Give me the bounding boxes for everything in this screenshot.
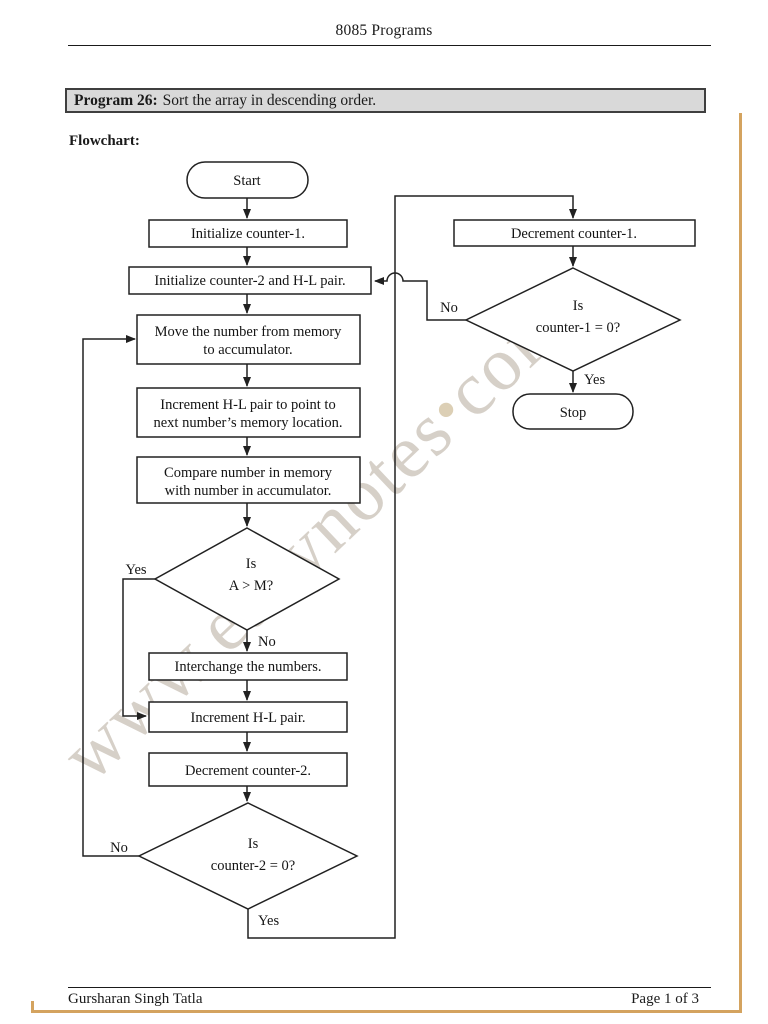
start-terminator-shape <box>186 161 309 199</box>
compare-line2: with number in accumulator. <box>165 483 332 499</box>
increment-hl-point-line1: Increment H-L pair to point to <box>160 397 335 413</box>
edge-c2-yes-to-dec1 <box>247 195 577 939</box>
init-counter1-label: Initialize counter-1. <box>191 226 305 242</box>
footer-divider <box>68 987 711 988</box>
decision-am-yes-label: Yes <box>125 562 146 578</box>
init-counter2-shape <box>128 266 372 295</box>
move-number-shape <box>136 314 361 365</box>
footer-author: Gursharan Singh Tatla <box>68 991 203 1007</box>
start-label: Start <box>233 173 260 189</box>
increment-hl-label: Increment H-L pair. <box>190 710 305 726</box>
flowchart-node-start: Start <box>186 161 309 199</box>
decision-am-line1: Is <box>246 556 257 572</box>
compare-shape <box>136 456 361 504</box>
program-banner-label: Program 26: <box>74 91 158 109</box>
page-header-title: 8085 Programs <box>335 22 433 39</box>
edge-c2-no-loop <box>82 335 139 857</box>
decision-am-line2: A > M? <box>229 578 273 594</box>
flowchart-node-move-number: Move the number from memory to accumulat… <box>136 314 361 365</box>
flowchart-decision-counter2: Is counter-2 = 0? No Yes <box>110 802 359 929</box>
init-counter2-label: Initialize counter-2 and H-L pair. <box>154 273 345 289</box>
decrement-counter2-shape <box>148 752 348 787</box>
interchange-shape <box>148 652 348 681</box>
footer-page-number: Page 1 of 3 <box>631 991 699 1007</box>
flowchart-node-interchange: Interchange the numbers. <box>148 652 348 681</box>
header-divider <box>68 45 711 46</box>
flowchart-node-stop: Stop <box>512 393 634 430</box>
flowchart-decision-a-gt-m: Is A > M? Yes No <box>125 527 341 650</box>
program-banner-text: Sort the array in descending order. <box>162 91 377 109</box>
edge-am-yes-loop <box>122 578 155 720</box>
increment-hl-shape <box>148 701 348 733</box>
flowchart-node-init-counter1: Initialize counter-1. <box>148 219 348 248</box>
decision-c1-line2: counter-1 = 0? <box>536 320 620 336</box>
page-edge-accent-stub <box>31 1001 34 1013</box>
flowchart-section-label: Flowchart: <box>69 133 140 149</box>
edge-c1-no-loop <box>374 272 466 321</box>
flowchart-edges <box>82 195 577 939</box>
page-edge-accent-right <box>739 113 742 1013</box>
decision-c1-no-label: No <box>440 300 458 316</box>
decision-c2-shape <box>137 802 359 910</box>
flowchart-decision-counter1: Is counter-1 = 0? No Yes <box>440 267 682 388</box>
flowchart-node-increment-hl: Increment H-L pair. <box>148 701 348 733</box>
stop-label: Stop <box>560 405 587 421</box>
stop-terminator-shape <box>512 393 634 430</box>
decision-c2-line1: Is <box>248 836 259 852</box>
page-edge-accent-bottom <box>31 1010 742 1013</box>
decision-am-no-label: No <box>258 634 276 650</box>
program-banner: Program 26: Sort the array in descending… <box>65 88 706 113</box>
flowchart-node-init-counter2: Initialize counter-2 and H-L pair. <box>128 266 372 295</box>
flowchart-node-compare: Compare number in memory with number in … <box>136 456 361 504</box>
decrement-counter1-label: Decrement counter-1. <box>511 226 637 242</box>
compare-line1: Compare number in memory <box>164 465 333 481</box>
decision-c1-line1: Is <box>573 298 584 314</box>
decision-c1-yes-label: Yes <box>584 372 605 388</box>
decision-am-shape <box>153 527 341 631</box>
increment-hl-point-line2: next number’s memory location. <box>154 415 343 431</box>
page-footer: Gursharan Singh Tatla Page 1 of 3 <box>68 991 699 1008</box>
flowchart-node-decrement-counter2: Decrement counter-2. <box>148 752 348 787</box>
flowchart-node-increment-hl-point: Increment H-L pair to point to next numb… <box>136 387 361 438</box>
init-counter1-shape <box>148 219 348 248</box>
increment-hl-point-shape <box>136 387 361 438</box>
decision-c2-line2: counter-2 = 0? <box>211 858 295 874</box>
move-number-line1: Move the number from memory <box>155 324 343 340</box>
decrement-counter2-label: Decrement counter-2. <box>185 763 311 779</box>
decision-c2-yes-label: Yes <box>258 913 279 929</box>
flowchart-node-decrement-counter1: Decrement counter-1. <box>453 219 696 247</box>
decision-c1-shape <box>464 267 682 372</box>
decrement-counter1-shape <box>453 219 696 247</box>
interchange-label: Interchange the numbers. <box>175 659 322 675</box>
decision-c2-no-label: No <box>110 840 128 856</box>
move-number-line2: to accumulator. <box>203 342 292 358</box>
